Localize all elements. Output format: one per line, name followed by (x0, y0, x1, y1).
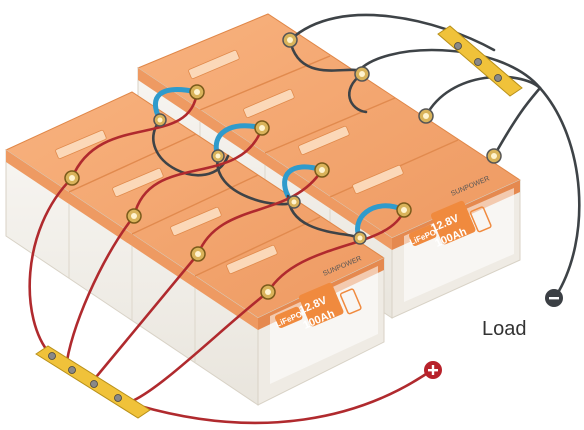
busbar-positive (35, 345, 151, 419)
positive-wires (28, 90, 434, 425)
terminal-negative (282, 32, 298, 48)
terminal-negative (354, 66, 370, 82)
cell-top-stickers (55, 49, 404, 274)
terminal-negative (153, 113, 167, 127)
terminal-negative (486, 148, 502, 164)
terminal-negative (418, 108, 434, 124)
terminal-positive (314, 162, 330, 178)
terminal-positive (260, 284, 276, 300)
busbar-negative (437, 25, 523, 97)
terminal-negative (287, 195, 301, 209)
terminal-positive (190, 246, 206, 262)
battery-symbol-icon (339, 288, 362, 315)
battery-label-left: SUNPOWER LiFePO4 12.8V 100Ah (274, 255, 362, 331)
terminal-negative (211, 149, 225, 163)
terminals (64, 32, 502, 300)
load-negative-terminal (545, 289, 563, 307)
terminal-positive (64, 170, 80, 186)
terminal-positive (396, 202, 412, 218)
terminal-positive (254, 120, 270, 136)
load-positive-terminal (424, 361, 442, 379)
terminal-negative (353, 231, 367, 245)
battery-symbol-icon (469, 206, 492, 233)
terminal-positive (126, 208, 142, 224)
battery-bank-left: SUNPOWER LiFePO4 12.8V 100Ah (4, 91, 386, 406)
load-label: Load (482, 318, 527, 340)
terminal-positive (189, 84, 205, 100)
